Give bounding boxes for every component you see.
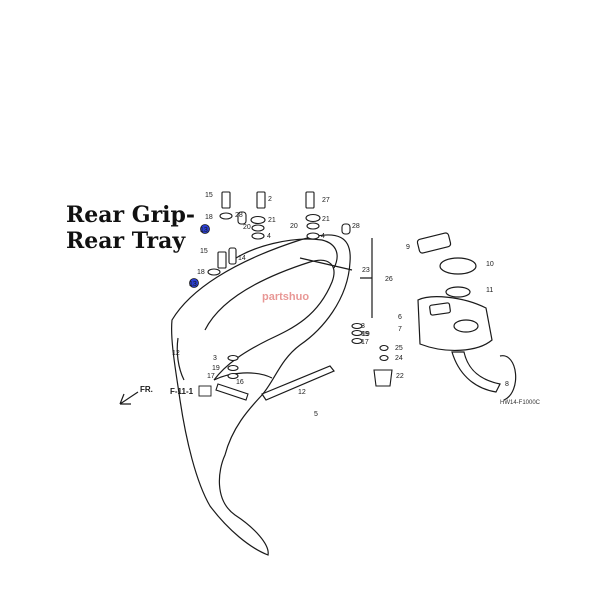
washer-18-a	[219, 212, 233, 220]
highlight-13-b	[189, 278, 199, 288]
washer-25	[379, 344, 389, 352]
nut-4-a	[251, 232, 265, 240]
hose-clamp	[499, 355, 517, 401]
callout-21: 21	[268, 217, 276, 224]
callout-26: 26	[385, 276, 393, 283]
callout-7: 7	[398, 326, 402, 333]
callout-17-repeat: 17	[207, 373, 215, 380]
callout-3-repeat: 3	[213, 355, 217, 362]
seal-strip	[261, 365, 335, 401]
bolt-15-a	[221, 191, 231, 209]
washer-18-b	[207, 268, 221, 276]
washer-21-a	[250, 215, 266, 225]
callout-17: 17	[361, 339, 369, 346]
stay-16	[215, 383, 249, 401]
callout-23: 23	[362, 267, 370, 274]
hatch-body	[417, 296, 493, 351]
callout-22: 22	[396, 373, 404, 380]
callout-24: 24	[395, 355, 403, 362]
callout-14: 14	[238, 255, 246, 262]
callout-11: 11	[486, 287, 493, 294]
callout-4: 4	[321, 233, 325, 240]
callout-28-repeat: 28	[235, 212, 243, 219]
washer-3-b	[227, 354, 239, 362]
hatch-slot	[429, 302, 451, 316]
bolt-2	[256, 191, 266, 209]
diagram-title-line-1: Rear Grip-	[66, 202, 196, 228]
callout-8: 8	[505, 381, 509, 388]
front-label: FR.	[140, 385, 153, 394]
callout-6: 6	[398, 314, 402, 321]
clip-14	[228, 247, 237, 265]
rear-tray-outline	[171, 234, 351, 556]
rear-grip-rim	[229, 238, 338, 269]
callout-19: 19	[361, 331, 369, 338]
washer-3-a	[351, 322, 363, 330]
callout-25: 25	[395, 345, 403, 352]
callout-5: 5	[314, 411, 318, 418]
callout-18: 18	[205, 214, 213, 221]
leader-26	[360, 238, 373, 318]
arrow-front	[119, 391, 139, 405]
callout-21-repeat: 21	[322, 216, 330, 223]
side-rail-left	[176, 337, 185, 381]
highlight-13-a	[200, 224, 210, 234]
callout-28: 28	[352, 223, 360, 230]
lid-pad	[416, 232, 452, 254]
callout-15-repeat: 15	[200, 248, 208, 255]
ref-box	[198, 385, 212, 397]
washer-20-a	[251, 224, 265, 232]
washer-19-b	[227, 364, 239, 372]
leader-23	[299, 257, 353, 271]
nut-4-b	[306, 232, 320, 240]
watermark: partshuo	[262, 291, 309, 303]
rear-tray-inner	[204, 259, 335, 381]
filler-cap	[439, 257, 477, 275]
hatch-ring	[453, 319, 479, 333]
bolt-15-b	[217, 251, 227, 269]
bolt-24	[379, 354, 389, 362]
callout-19-repeat: 19	[362, 331, 370, 338]
tray-floor	[213, 372, 273, 381]
diagram-title-line-2: Rear Tray	[66, 228, 186, 254]
callout-labels: 2345678910111213141516171819202122232425…	[172, 192, 509, 418]
washer-20-b	[306, 222, 320, 230]
callout-9: 9	[406, 244, 410, 251]
callout-16: 16	[236, 379, 244, 386]
callout-2: 2	[268, 196, 272, 203]
callout-18-repeat: 18	[197, 269, 205, 276]
callout-15: 15	[205, 192, 213, 199]
fill-hose	[451, 351, 501, 393]
callout-13-repeat: 13	[189, 281, 197, 288]
stay-22	[373, 369, 393, 387]
callout-13: 13	[200, 227, 208, 234]
diagram-code: HW14-F1000C	[500, 400, 541, 406]
callout-10: 10	[486, 261, 494, 268]
nut-17-a	[351, 337, 363, 345]
callout-19-repeat: 19	[212, 365, 220, 372]
cap-gasket	[445, 286, 471, 298]
callout-20-repeat: 20	[243, 224, 251, 231]
callout-12-repeat: 12	[298, 389, 306, 396]
callout-3: 3	[361, 323, 365, 330]
grommet-28-a	[237, 211, 247, 225]
bolt-27	[305, 191, 315, 209]
callout-27: 27	[322, 197, 330, 204]
section-ref: F-11-1	[170, 387, 194, 396]
nut-17-b	[227, 372, 239, 380]
callout-4-repeat: 4	[267, 233, 271, 240]
grommet-28-b	[341, 223, 351, 235]
callout-20: 20	[290, 223, 298, 230]
washer-19-a	[351, 329, 363, 337]
washer-21-b	[305, 213, 321, 223]
callout-12: 12	[172, 350, 180, 357]
